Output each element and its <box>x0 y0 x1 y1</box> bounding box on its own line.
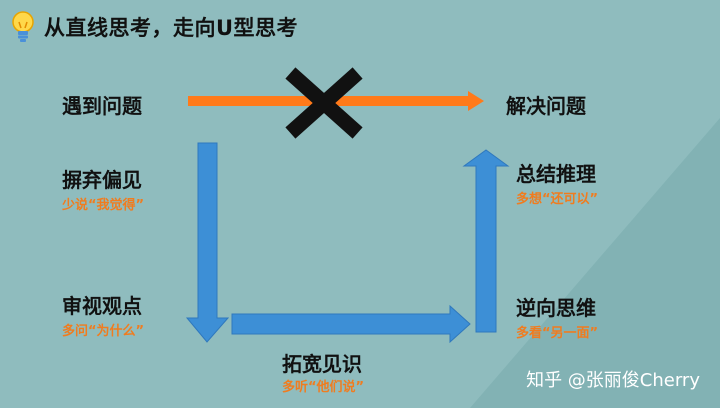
node-broaden-label: 拓宽见识 <box>282 352 362 376</box>
node-review-hint: 多问“为什么” <box>62 324 145 339</box>
down-arrow <box>185 142 230 343</box>
page-title: 从直线思考，走向U型思考 <box>44 16 299 40</box>
node-problem: 遇到问题 <box>62 94 142 118</box>
node-abandon-label: 摒弃偏见 <box>62 168 142 192</box>
node-summary-hint: 多想“还可以” <box>516 192 599 207</box>
node-solve: 解决问题 <box>506 94 586 118</box>
node-reverse-label: 逆向思维 <box>516 296 596 320</box>
node-broaden-hint: 多听“他们说” <box>282 380 365 395</box>
cross-icon <box>285 67 363 139</box>
up-arrow <box>462 149 510 333</box>
title-row: 从直线思考，走向U型思考 <box>10 10 298 44</box>
lightbulb-icon <box>12 11 34 42</box>
node-abandon-hint: 少说“我觉得” <box>62 198 145 213</box>
node-summary-label: 总结推理 <box>516 162 596 186</box>
right-arrow <box>231 304 471 344</box>
node-reverse-hint: 多看“另一面” <box>516 326 599 341</box>
node-review-label: 审视观点 <box>62 294 142 318</box>
watermark: 知乎 @张丽俊Cherry <box>526 370 700 391</box>
